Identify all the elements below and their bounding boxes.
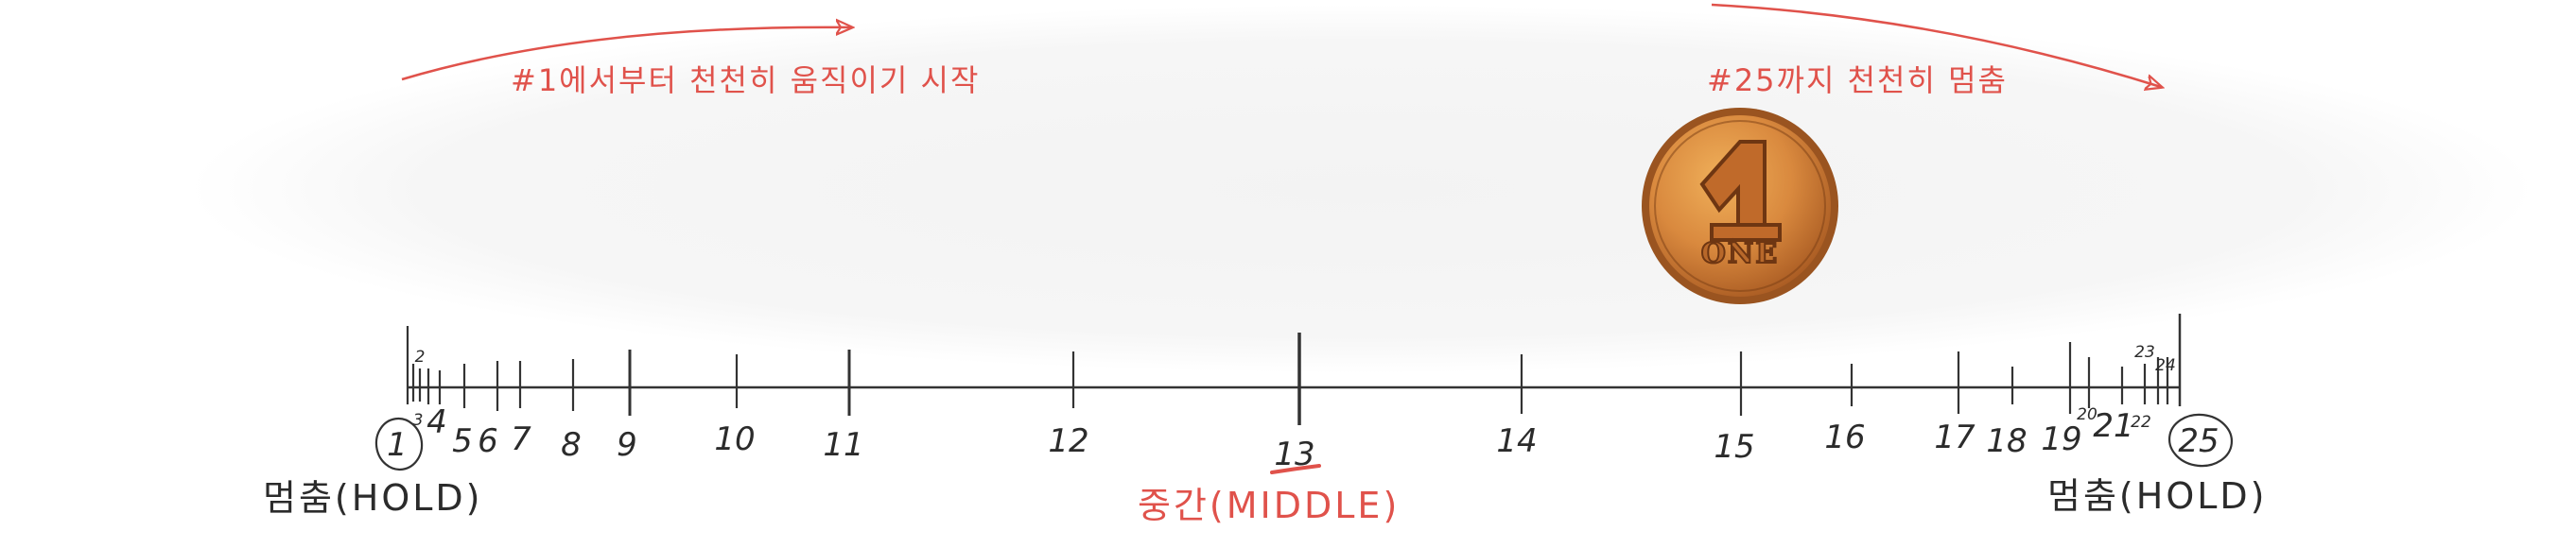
tick-label-19: 19 <box>2041 420 2081 458</box>
tick-label-16: 16 <box>1824 419 1865 456</box>
tick-label-23: 23 <box>2134 343 2155 362</box>
tick-label-5: 5 <box>452 422 473 460</box>
tick-labels: 1 2 3 4 5 6 7 8 9 10 11 12 13 14 15 16 1… <box>387 343 2219 473</box>
coin-numeral: 1 <box>1732 237 1733 239</box>
left-hold-label: 멈춤(HOLD) <box>263 477 483 519</box>
tick-label-20: 20 <box>2077 405 2097 424</box>
end-arrow <box>1711 3 2161 87</box>
tick-label-11: 11 <box>823 426 863 464</box>
tick-label-9: 9 <box>617 426 637 464</box>
tick-label-22: 22 <box>2131 413 2151 432</box>
tick-label-7: 7 <box>511 420 531 458</box>
start-annotation: #1에서부터 천천히 움직이기 시작 <box>511 62 980 98</box>
right-hold-label: 멈춤(HOLD) <box>2047 475 2268 517</box>
tick-label-3: 3 <box>413 411 424 430</box>
end-annotation: #25까지 천천히 멈춤 <box>1707 62 2008 98</box>
coin-icon: 1 ONE <box>1642 108 1838 304</box>
tick-label-17: 17 <box>1934 419 1976 456</box>
tick-label-4: 4 <box>426 403 447 441</box>
middle-underline <box>1270 464 1321 474</box>
tick-label-12: 12 <box>1048 422 1088 460</box>
tick-marks <box>406 314 2182 425</box>
tick-label-1: 1 <box>387 426 408 464</box>
tick-label-15: 15 <box>1714 428 1754 466</box>
tick-label-18: 18 <box>1986 422 2027 460</box>
circle-mark-start <box>374 417 424 471</box>
coin-word: ONE <box>1701 237 1779 270</box>
tick-label-14: 14 <box>1496 422 1537 460</box>
tick-label-25: 25 <box>2178 422 2219 460</box>
tick-label-24: 24 <box>2155 356 2176 375</box>
start-arrow <box>401 27 851 81</box>
tick-label-21: 21 <box>2093 407 2133 445</box>
background-halo <box>189 5 2534 373</box>
circle-mark-end <box>2167 413 2234 468</box>
tick-label-6: 6 <box>478 422 498 460</box>
tick-label-10: 10 <box>714 420 755 458</box>
tick-label-2: 2 <box>415 348 426 367</box>
tick-label-8: 8 <box>561 426 582 464</box>
middle-label: 중간(MIDDLE) <box>1138 485 1400 526</box>
